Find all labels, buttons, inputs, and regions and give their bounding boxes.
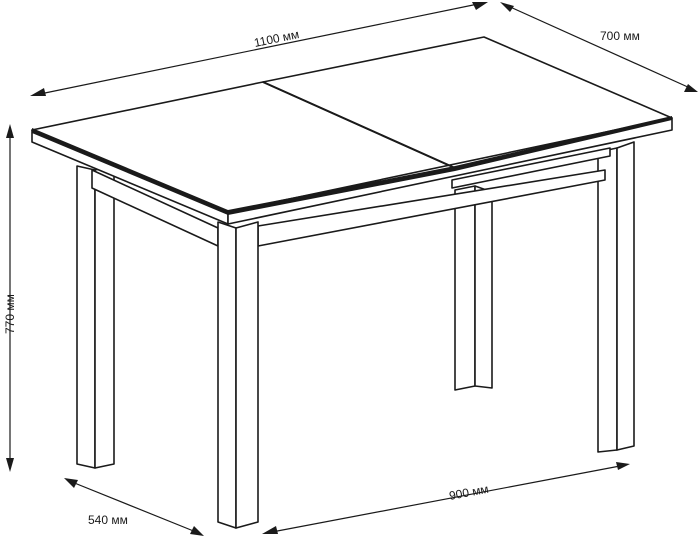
label-top-length: 1100 мм <box>253 27 301 50</box>
table-top <box>31 36 673 225</box>
leg-back-right <box>597 141 635 453</box>
dimension-top-width: 700 мм <box>500 2 698 92</box>
apron-frame <box>91 147 611 247</box>
dimension-frame-length: 900 мм <box>262 462 630 534</box>
dimension-frame-width: 540 мм <box>64 478 204 536</box>
label-top-width: 700 мм <box>600 29 640 43</box>
leg-front-right <box>217 221 259 529</box>
leg-back-left <box>454 185 493 391</box>
label-frame-length: 900 мм <box>448 482 490 503</box>
label-height: 770 мм <box>3 294 17 334</box>
dimension-height: 770 мм <box>3 124 17 472</box>
leg-front-left <box>76 165 115 469</box>
label-frame-width: 540 мм <box>88 513 128 527</box>
